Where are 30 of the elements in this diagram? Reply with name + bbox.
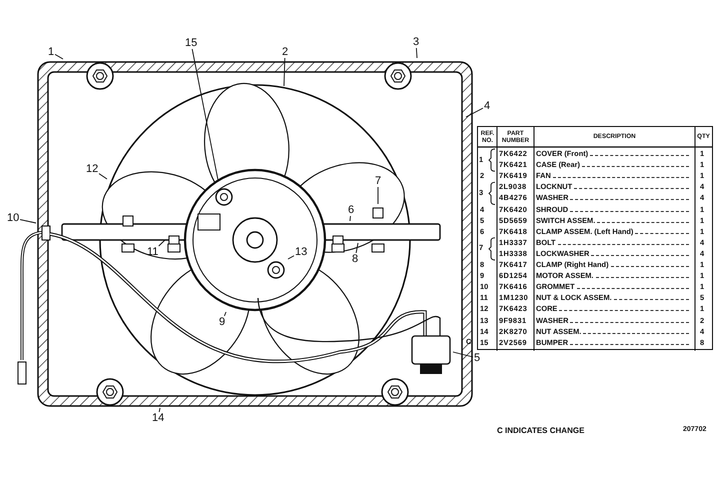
leader-line	[350, 216, 351, 222]
change-note: C INDICATES CHANGE	[497, 426, 584, 435]
leader-line	[54, 54, 64, 60]
callout-number: 9	[218, 316, 226, 328]
callout-number: 1	[47, 46, 56, 58]
callout-number: 11	[146, 246, 160, 258]
leader-line	[466, 108, 484, 118]
callout-number: 2	[281, 46, 290, 58]
leader-line	[192, 48, 218, 180]
callout-number: 13	[294, 246, 308, 258]
callout-number: 15	[184, 37, 198, 49]
leader-line	[416, 48, 418, 58]
leader-line	[356, 242, 358, 254]
leader-line	[158, 408, 160, 412]
callout-number: 3	[412, 36, 420, 48]
leader-line	[452, 352, 474, 358]
leader-line	[288, 255, 294, 260]
callout-number: 7	[374, 175, 382, 187]
leader-line	[224, 312, 226, 316]
callout-number: 5	[473, 352, 482, 364]
callout-number: 12	[85, 163, 100, 175]
leader-line	[98, 173, 108, 180]
callout-number: 10	[6, 212, 20, 224]
callout-number: 6	[347, 204, 356, 216]
leader-line	[284, 58, 286, 86]
leader-line	[158, 240, 166, 246]
callout-number: 14	[151, 412, 166, 424]
leader-line	[20, 219, 36, 224]
callout-number: 4	[483, 100, 492, 112]
callout-number: 8	[351, 253, 360, 265]
